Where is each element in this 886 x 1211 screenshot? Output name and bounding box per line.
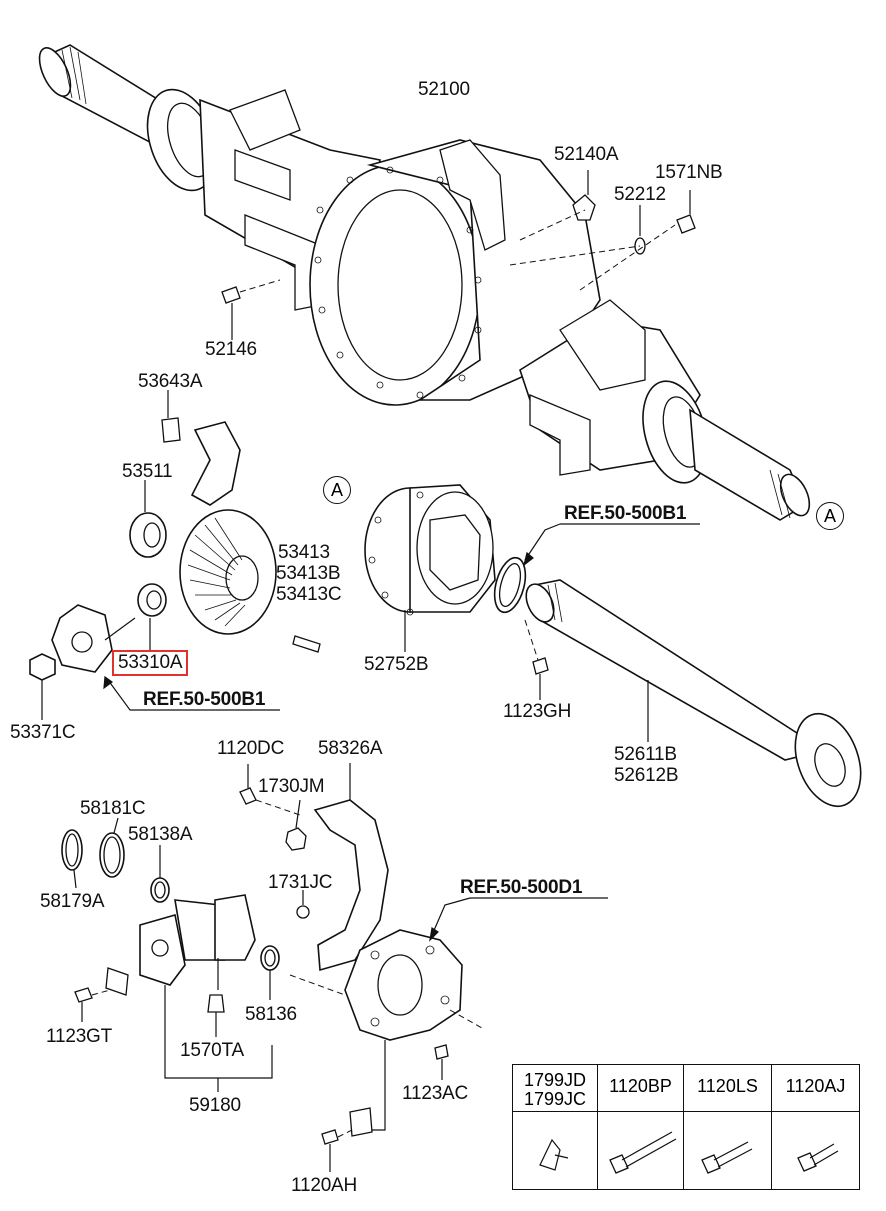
part-label-1123gh: 1123GH (503, 701, 572, 722)
legend-cell-3[interactable]: 1120LS (684, 1065, 772, 1189)
legend-icon-1120bp (609, 1131, 677, 1174)
part-label-52140a: 52140A (554, 144, 619, 165)
part-label-52752b: 52752B (364, 654, 429, 675)
part-label-58136: 58136 (245, 1004, 297, 1025)
fastener-legend-table: 1799JD 1799JC 1120BP 1120LS 1120AJ (512, 1064, 860, 1190)
part-label-53310a-highlighted[interactable]: 53310A (112, 650, 189, 676)
callout-a-left: A (323, 476, 351, 504)
bolt-1123gh (524, 619, 549, 700)
legend-cell-4[interactable]: 1120AJ (772, 1065, 859, 1189)
part-label-53413b: 53413B (276, 563, 341, 584)
part-label-52146: 52146 (205, 339, 257, 360)
axle-housing-52100 (38, 44, 811, 521)
part-label-1730jm: 1730JM (258, 776, 325, 797)
seal-58181c (99, 817, 125, 878)
part-label-53511: 53511 (122, 461, 173, 482)
part-label-59180: 59180 (189, 1095, 241, 1116)
part-label-52612b: 52612B (614, 765, 679, 786)
part-label-1571nb: 1571NB (655, 162, 723, 183)
legend-code: 1120LS (697, 1076, 758, 1096)
part-label-53371c: 53371C (10, 722, 76, 743)
seal-58138a (150, 845, 170, 903)
part-label-53643a: 53643A (138, 371, 203, 392)
legend-header-row (513, 1065, 859, 1112)
clip-53643a (161, 390, 181, 443)
plug-1571nb (676, 190, 696, 234)
spider-ref-d1 (289, 929, 483, 1041)
part-label-1120dc: 1120DC (217, 738, 285, 759)
seal-58136 (260, 945, 280, 1000)
legend-code: 1120AJ (785, 1076, 846, 1096)
fitting-1570ta (207, 994, 225, 1037)
legend-cell-1[interactable]: 1799JD 1799JC (513, 1065, 598, 1189)
part-label-52611b: 52611B (614, 744, 677, 765)
ref-label-b1-left[interactable]: REF.50-500B1 (143, 689, 266, 710)
plug-1731jc (296, 890, 310, 919)
ref-label-b1-top[interactable]: REF.50-500B1 (564, 503, 687, 524)
bolt-1120dc (239, 764, 301, 816)
legend-code: 1120BP (609, 1076, 672, 1096)
legend-icon-1799jd (539, 1138, 569, 1171)
bracket-1120ah (321, 1040, 386, 1172)
breather-52140a (572, 170, 596, 221)
side-bearing-53511 (129, 480, 167, 558)
bracket-bolt-1123gt (74, 967, 129, 1022)
callout-a-right: A (816, 502, 844, 530)
axle-shaft-52611b (525, 579, 862, 808)
plug-52146 (221, 279, 281, 340)
part-label-1570ta: 1570TA (180, 1040, 244, 1061)
legend-icon-1120aj (797, 1143, 839, 1172)
nut-1730jm (285, 799, 307, 851)
part-label-1731jc: 1731JC (268, 872, 333, 893)
part-label-58181c: 58181C (80, 798, 146, 819)
part-label-1123ac: 1123AC (402, 1083, 469, 1104)
brake-chamber-59180 (139, 894, 256, 990)
bearing-cap (190, 421, 241, 506)
part-label-53413c: 53413C (276, 584, 342, 605)
legend-icon-1120ls (701, 1141, 753, 1174)
part-label-58326a: 58326A (318, 738, 383, 759)
part-label-52212: 52212 (614, 184, 666, 205)
part-label-53413: 53413 (278, 542, 330, 563)
part-label-52100: 52100 (418, 79, 470, 100)
hub-52752b (364, 484, 496, 652)
part-label-1120ah: 1120AH (291, 1175, 358, 1196)
bearing-53310a (137, 583, 167, 650)
part-label-58138a: 58138A (128, 824, 193, 845)
dust-shield-58326a (313, 763, 389, 972)
part-label-1123gt: 1123GT (46, 1026, 113, 1047)
legend-cell-2[interactable]: 1120BP (598, 1065, 684, 1189)
washer-52212 (634, 205, 646, 255)
part-label-58179a: 58179A (40, 891, 105, 912)
ring-gear-53413 (179, 509, 277, 635)
legend-code: 1799JD 1799JC (523, 1070, 587, 1109)
nut-53371c (29, 653, 56, 720)
seal-58179a (61, 829, 83, 889)
ref-label-d1[interactable]: REF.50-500D1 (460, 877, 583, 898)
bolt-53413c (292, 635, 321, 653)
flange-companion (51, 604, 136, 673)
ring-ref (493, 556, 527, 614)
bolt-1123ac (434, 1044, 449, 1080)
